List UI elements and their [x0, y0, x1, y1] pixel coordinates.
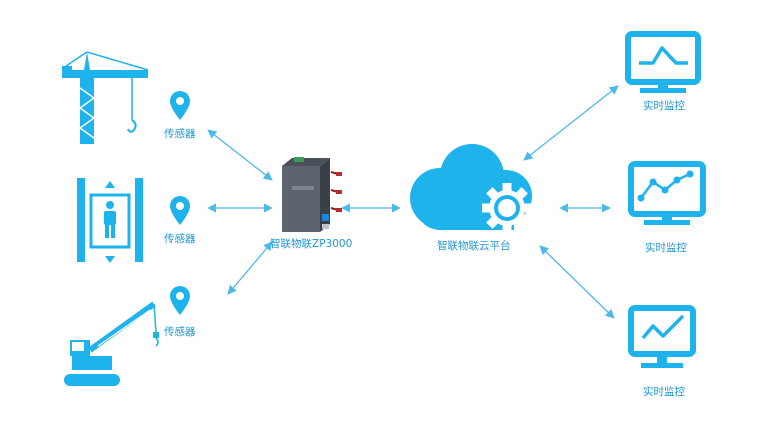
monitor-icon: [628, 161, 706, 225]
sensor-pin-icon: [170, 196, 190, 225]
arrow-sensor1-gateway: [207, 129, 273, 181]
elevator-icon: [77, 178, 143, 263]
monitor-label: 实时监控: [643, 386, 685, 398]
monitor-label: 实时监控: [643, 100, 685, 112]
arrow-sensor3-gateway: [227, 241, 273, 295]
arrow-cloud-monitor3: [539, 245, 615, 319]
sensor-label: 传感器: [164, 233, 196, 245]
router-device-icon: [282, 157, 342, 232]
monitor-label: 实时监控: [645, 242, 687, 254]
cloud-platform-icon: [410, 144, 532, 233]
sensor-label: 传感器: [164, 128, 196, 140]
sensor-pin-icon: [170, 286, 190, 315]
tower-crane-icon: [62, 51, 149, 144]
monitor-icon: [625, 31, 701, 93]
gear-icon: [482, 183, 532, 233]
monitor-icon: [628, 305, 696, 368]
crawler-crane-icon: [64, 301, 159, 386]
cloud-label: 智联物联云平台: [437, 240, 511, 252]
sensor-label: 传感器: [164, 326, 196, 338]
arrow-cloud-monitor1: [523, 85, 619, 161]
sensor-pin-icon: [170, 91, 190, 120]
gateway-label: 智联物联ZP3000: [270, 238, 353, 250]
